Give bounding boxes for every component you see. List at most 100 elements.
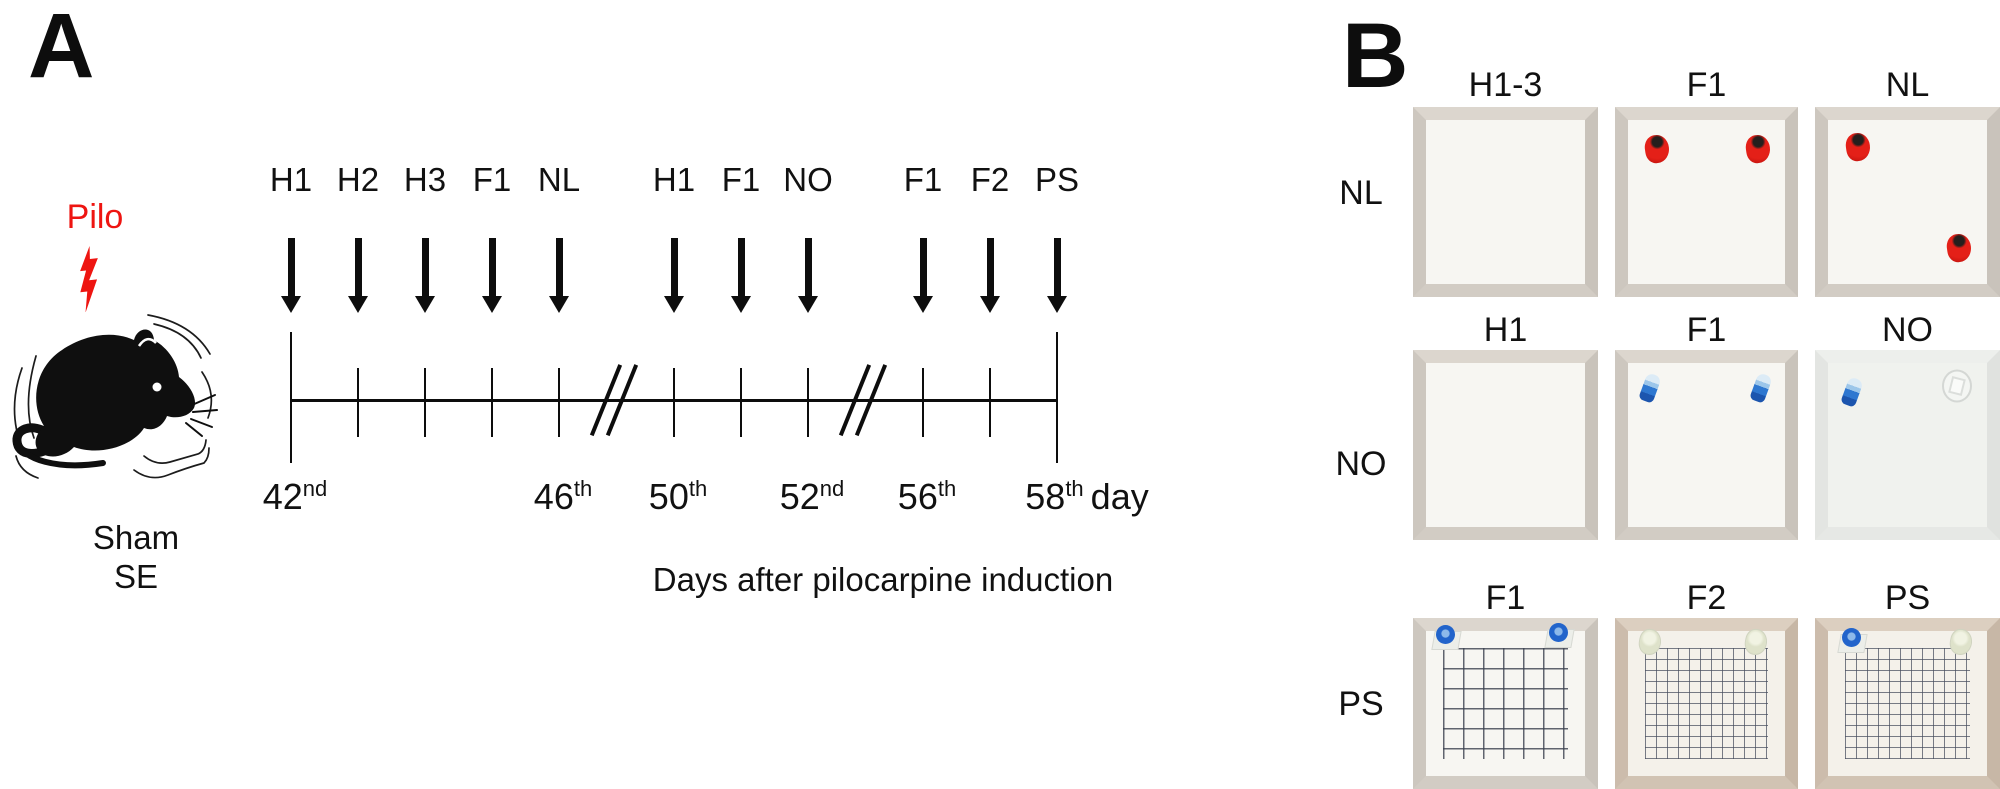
arrow-head	[980, 296, 1000, 313]
timeline-tick	[922, 368, 924, 437]
timeline-event-label: H2	[336, 161, 380, 198]
timeline-tick	[989, 368, 991, 437]
arrow-shaft	[1053, 238, 1061, 296]
arrow-shaft	[804, 238, 812, 296]
floor-grid	[1845, 648, 1970, 759]
timeline-event-label: H3	[403, 161, 447, 198]
photo-header: NO	[1882, 311, 1933, 349]
arena-photo	[1413, 618, 1598, 789]
row-label-no: NO	[1335, 445, 1387, 483]
arena-photo	[1413, 350, 1598, 540]
down-arrow-icon	[913, 238, 933, 313]
down-arrow-icon	[482, 238, 502, 313]
timeline-tick	[807, 368, 809, 437]
timeline-tick	[491, 368, 493, 437]
arrow-head	[415, 296, 435, 313]
down-arrow-icon	[1047, 238, 1067, 313]
arena-photo	[1815, 107, 2000, 297]
pilo-label: Pilo	[66, 198, 124, 236]
arrow-head	[549, 296, 569, 313]
timeline-event-label: F1	[721, 161, 761, 198]
down-arrow-icon	[281, 238, 301, 313]
down-arrow-icon	[348, 238, 368, 313]
panel-b-label: B	[1342, 5, 1409, 107]
timeline-tick	[558, 368, 560, 437]
arrow-head	[664, 296, 684, 313]
object-blue-cap	[1546, 623, 1572, 647]
arrow-shaft	[354, 238, 362, 296]
down-arrow-icon	[731, 238, 751, 313]
timeline-tick	[290, 332, 292, 463]
photo-header: F2	[1686, 579, 1727, 617]
arena-walls	[1413, 350, 1598, 540]
row-label-nl: NL	[1339, 174, 1383, 212]
arrow-shaft	[737, 238, 745, 296]
day-marker: 56th	[897, 476, 957, 517]
arena-walls	[1815, 107, 2000, 297]
timeline-tick	[357, 368, 359, 437]
arena-photo	[1815, 618, 2000, 789]
down-arrow-icon	[549, 238, 569, 313]
timeline-tick	[673, 368, 675, 437]
arrow-shaft	[555, 238, 563, 296]
down-arrow-icon	[798, 238, 818, 313]
arrow-shaft	[670, 238, 678, 296]
photo-header: F1	[1686, 311, 1727, 349]
arrow-head	[798, 296, 818, 313]
arrow-head	[348, 296, 368, 313]
subject-label-line1: Sham	[92, 519, 180, 556]
timeline-event-label: H1	[269, 161, 313, 198]
timeline-event-label: H1	[652, 161, 696, 198]
axis-caption: Days after pilocarpine induction	[652, 561, 1114, 598]
row-label-ps: PS	[1338, 685, 1384, 723]
object-blue-cap	[1433, 624, 1459, 649]
arena-walls	[1815, 350, 2000, 540]
day-marker: 42nd	[262, 476, 328, 517]
arrow-shaft	[421, 238, 429, 296]
timeline-tick	[1056, 332, 1058, 463]
day-marker: 50th	[648, 476, 708, 517]
arrow-shaft	[287, 238, 295, 296]
subject-label-line2: SE	[113, 558, 159, 595]
timeline-event-label: F1	[903, 161, 943, 198]
down-arrow-icon	[664, 238, 684, 313]
object-blue-cap	[1839, 628, 1865, 652]
photo-header: NL	[1885, 66, 1930, 104]
arrow-head	[913, 296, 933, 313]
arena-photo	[1413, 107, 1598, 297]
timeline-event-label: NO	[783, 161, 833, 198]
floor-grid	[1443, 648, 1568, 759]
photo-header: F1	[1686, 66, 1727, 104]
down-arrow-icon	[415, 238, 435, 313]
arrow-head	[482, 296, 502, 313]
panel-a-label: A	[28, 0, 95, 97]
arrow-shaft	[986, 238, 994, 296]
arrow-head	[731, 296, 751, 313]
timeline-event-label: PS	[1034, 161, 1080, 198]
timeline-event-label: NL	[537, 161, 581, 198]
arrow-shaft	[488, 238, 496, 296]
timeline-event-label: F1	[472, 161, 512, 198]
arrow-head	[281, 296, 301, 313]
floor-grid	[1645, 648, 1768, 759]
arrow-head	[1047, 296, 1067, 313]
object-clear-jar	[1942, 369, 1973, 403]
photo-header: PS	[1884, 579, 1931, 617]
rat-illustration	[12, 314, 218, 479]
arena-walls	[1615, 107, 1798, 297]
timeline-tick	[740, 368, 742, 437]
arena-photo	[1815, 350, 2000, 540]
photo-header: F1	[1485, 579, 1526, 617]
day-marker: 52nd	[779, 476, 845, 517]
arena-photo	[1615, 107, 1798, 297]
arena-walls	[1413, 107, 1598, 297]
photo-header: H1	[1483, 311, 1528, 349]
down-arrow-icon	[980, 238, 1000, 313]
timeline-event-label: F2	[970, 161, 1010, 198]
arrow-shaft	[919, 238, 927, 296]
timeline-tick	[424, 368, 426, 437]
arena-photo	[1615, 350, 1798, 540]
arena-photo	[1615, 618, 1798, 789]
